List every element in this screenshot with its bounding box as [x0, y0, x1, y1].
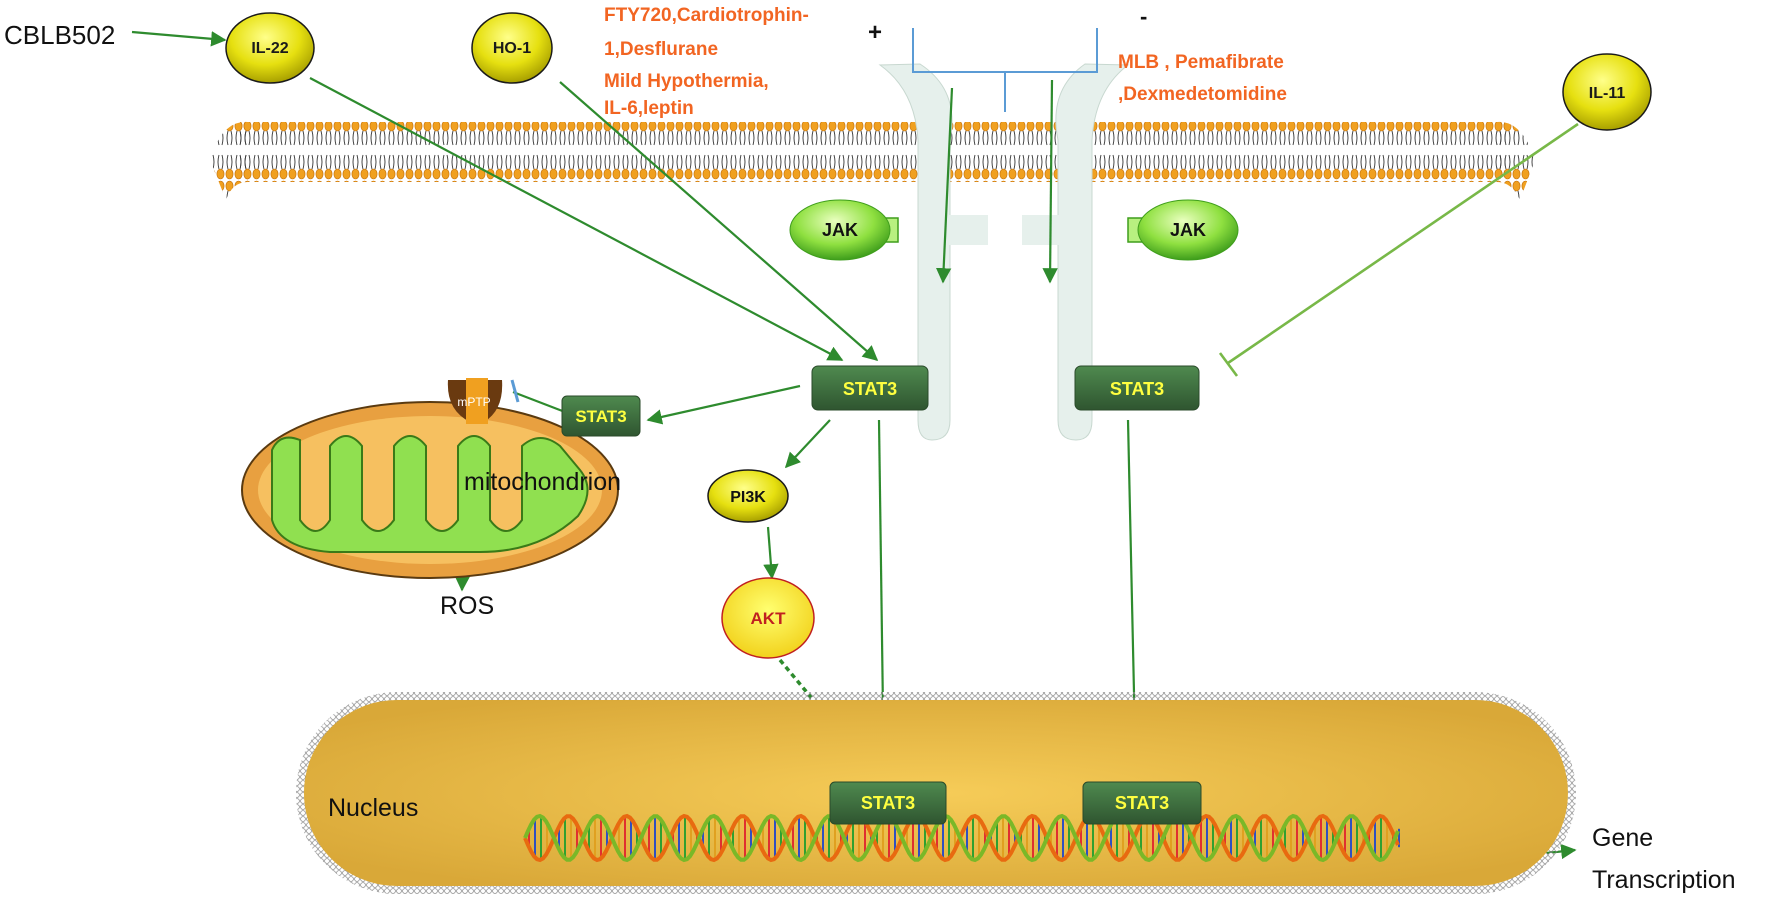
stat3-nuclear-left: STAT3 — [829, 781, 947, 825]
arrow-stat3-to-pi3k — [784, 419, 831, 469]
stat3-cytoplasm-right: STAT3 — [1074, 365, 1200, 411]
arrow-il22-to-stat3 — [309, 77, 844, 361]
stat3-label: STAT3 — [575, 407, 626, 426]
il11-label: IL-11 — [1589, 85, 1626, 102]
mptp-label: mPTP — [457, 395, 490, 409]
activator-line: FTY720,Cardiotrophin- — [604, 5, 809, 26]
dna-strand — [523, 813, 1400, 863]
jak-label: JAK — [822, 220, 858, 240]
cell-membrane — [210, 121, 1535, 200]
il11-ligand: IL-11 — [1562, 53, 1652, 131]
mitochondrion-label: mitochondrion — [464, 468, 621, 496]
gene-transcription-line: Gene — [1592, 824, 1653, 852]
pi3k-node: PI3K — [707, 469, 789, 523]
stat3-label: STAT3 — [843, 379, 897, 399]
stat3-label: STAT3 — [1110, 379, 1164, 399]
jak-left: JAK — [789, 199, 899, 261]
arrow-ho1-to-stat3 — [559, 81, 879, 362]
ligand-bracket — [912, 28, 1098, 112]
pi3k-label: PI3K — [730, 489, 766, 506]
stat3-label: STAT3 — [861, 793, 915, 813]
inhibitor-line: MLB , Pemafibrate — [1118, 52, 1284, 73]
ho1-ligand: HO-1 — [471, 12, 553, 84]
arrow-left-receptor — [935, 87, 954, 284]
mptp-inhibition-bar — [510, 379, 520, 403]
il22-label: IL-22 — [251, 40, 288, 57]
arrow-cblb502-to-il22 — [131, 30, 227, 47]
akt-node: AKT — [721, 577, 815, 659]
il22-ligand: IL-22 — [225, 12, 315, 84]
stat3-cytoplasm-left: STAT3 — [811, 365, 929, 411]
akt-label: AKT — [751, 609, 787, 628]
ho1-label: HO-1 — [493, 40, 531, 57]
cblb502-label: CBLB502 — [4, 20, 115, 50]
jak-right: JAK — [1127, 199, 1239, 261]
mptp-pore: mPTP — [447, 378, 503, 424]
arrow-right-receptor — [1042, 79, 1058, 284]
arrow-stat3-to-mito-stat3 — [646, 384, 801, 425]
dna-helix — [523, 813, 1400, 863]
receptor — [878, 63, 1130, 441]
activator-line: IL-6,leptin — [604, 98, 694, 119]
stat3-nuclear-right: STAT3 — [1082, 781, 1202, 825]
jak-label: JAK — [1170, 220, 1206, 240]
plus-sign: + — [868, 19, 882, 46]
arrow-pi3k-to-akt — [763, 526, 779, 580]
gene-transcription-line: Transcription — [1592, 866, 1736, 894]
inhibitor-list: MLB , Pemafibrate ,Dexmedetomidine — [1118, 52, 1287, 105]
activator-list: FTY720,Cardiotrophin- 1,Desflurane Mild … — [604, 5, 809, 119]
mitochondrion: mitochondrion — [241, 401, 621, 579]
ros-label: ROS — [440, 592, 494, 620]
inhibitor-line: ,Dexmedetomidine — [1118, 84, 1287, 105]
arrow-mito-stat3-to-mptp — [512, 390, 566, 414]
activator-line: 1,Desflurane — [604, 39, 718, 60]
stat3-mitochondrial: STAT3 — [561, 395, 641, 437]
activator-line: Mild Hypothermia, — [604, 71, 769, 92]
il11-inhibition — [1218, 122, 1579, 377]
stat3-label: STAT3 — [1115, 793, 1169, 813]
minus-sign: - — [1140, 4, 1147, 29]
nucleus-label: Nucleus — [328, 794, 418, 822]
